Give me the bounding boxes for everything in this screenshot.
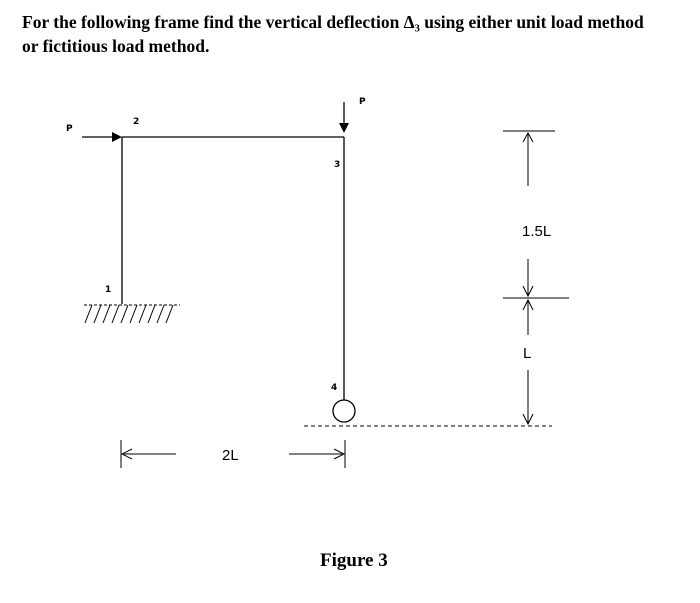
node-label-1: 1 [105,285,111,295]
fixed-support [84,304,180,324]
upper-height-label: 1.5L [522,223,551,240]
problem-line-1: For the following frame find the vertica… [22,12,644,32]
height-dimension [503,130,569,426]
frame-members [121,136,345,400]
horizontal-load-label: P [66,124,73,134]
horizontal-load-arrow [82,132,122,142]
lower-height-label: L [523,345,531,362]
vertical-load-label: P [359,97,366,107]
figure-caption: Figure 3 [320,550,388,571]
problem-statement: For the following frame find the vertica… [22,10,692,58]
node-label-3: 3 [334,160,340,170]
roller-support [332,399,356,423]
problem-line-2: or fictitious load method. [22,36,210,56]
width-dimension-label: 2L [222,447,239,464]
width-dimension [120,440,346,468]
node-label-2: 2 [133,117,139,127]
vertical-load-arrow [339,102,349,133]
node-label-4: 4 [331,383,337,393]
